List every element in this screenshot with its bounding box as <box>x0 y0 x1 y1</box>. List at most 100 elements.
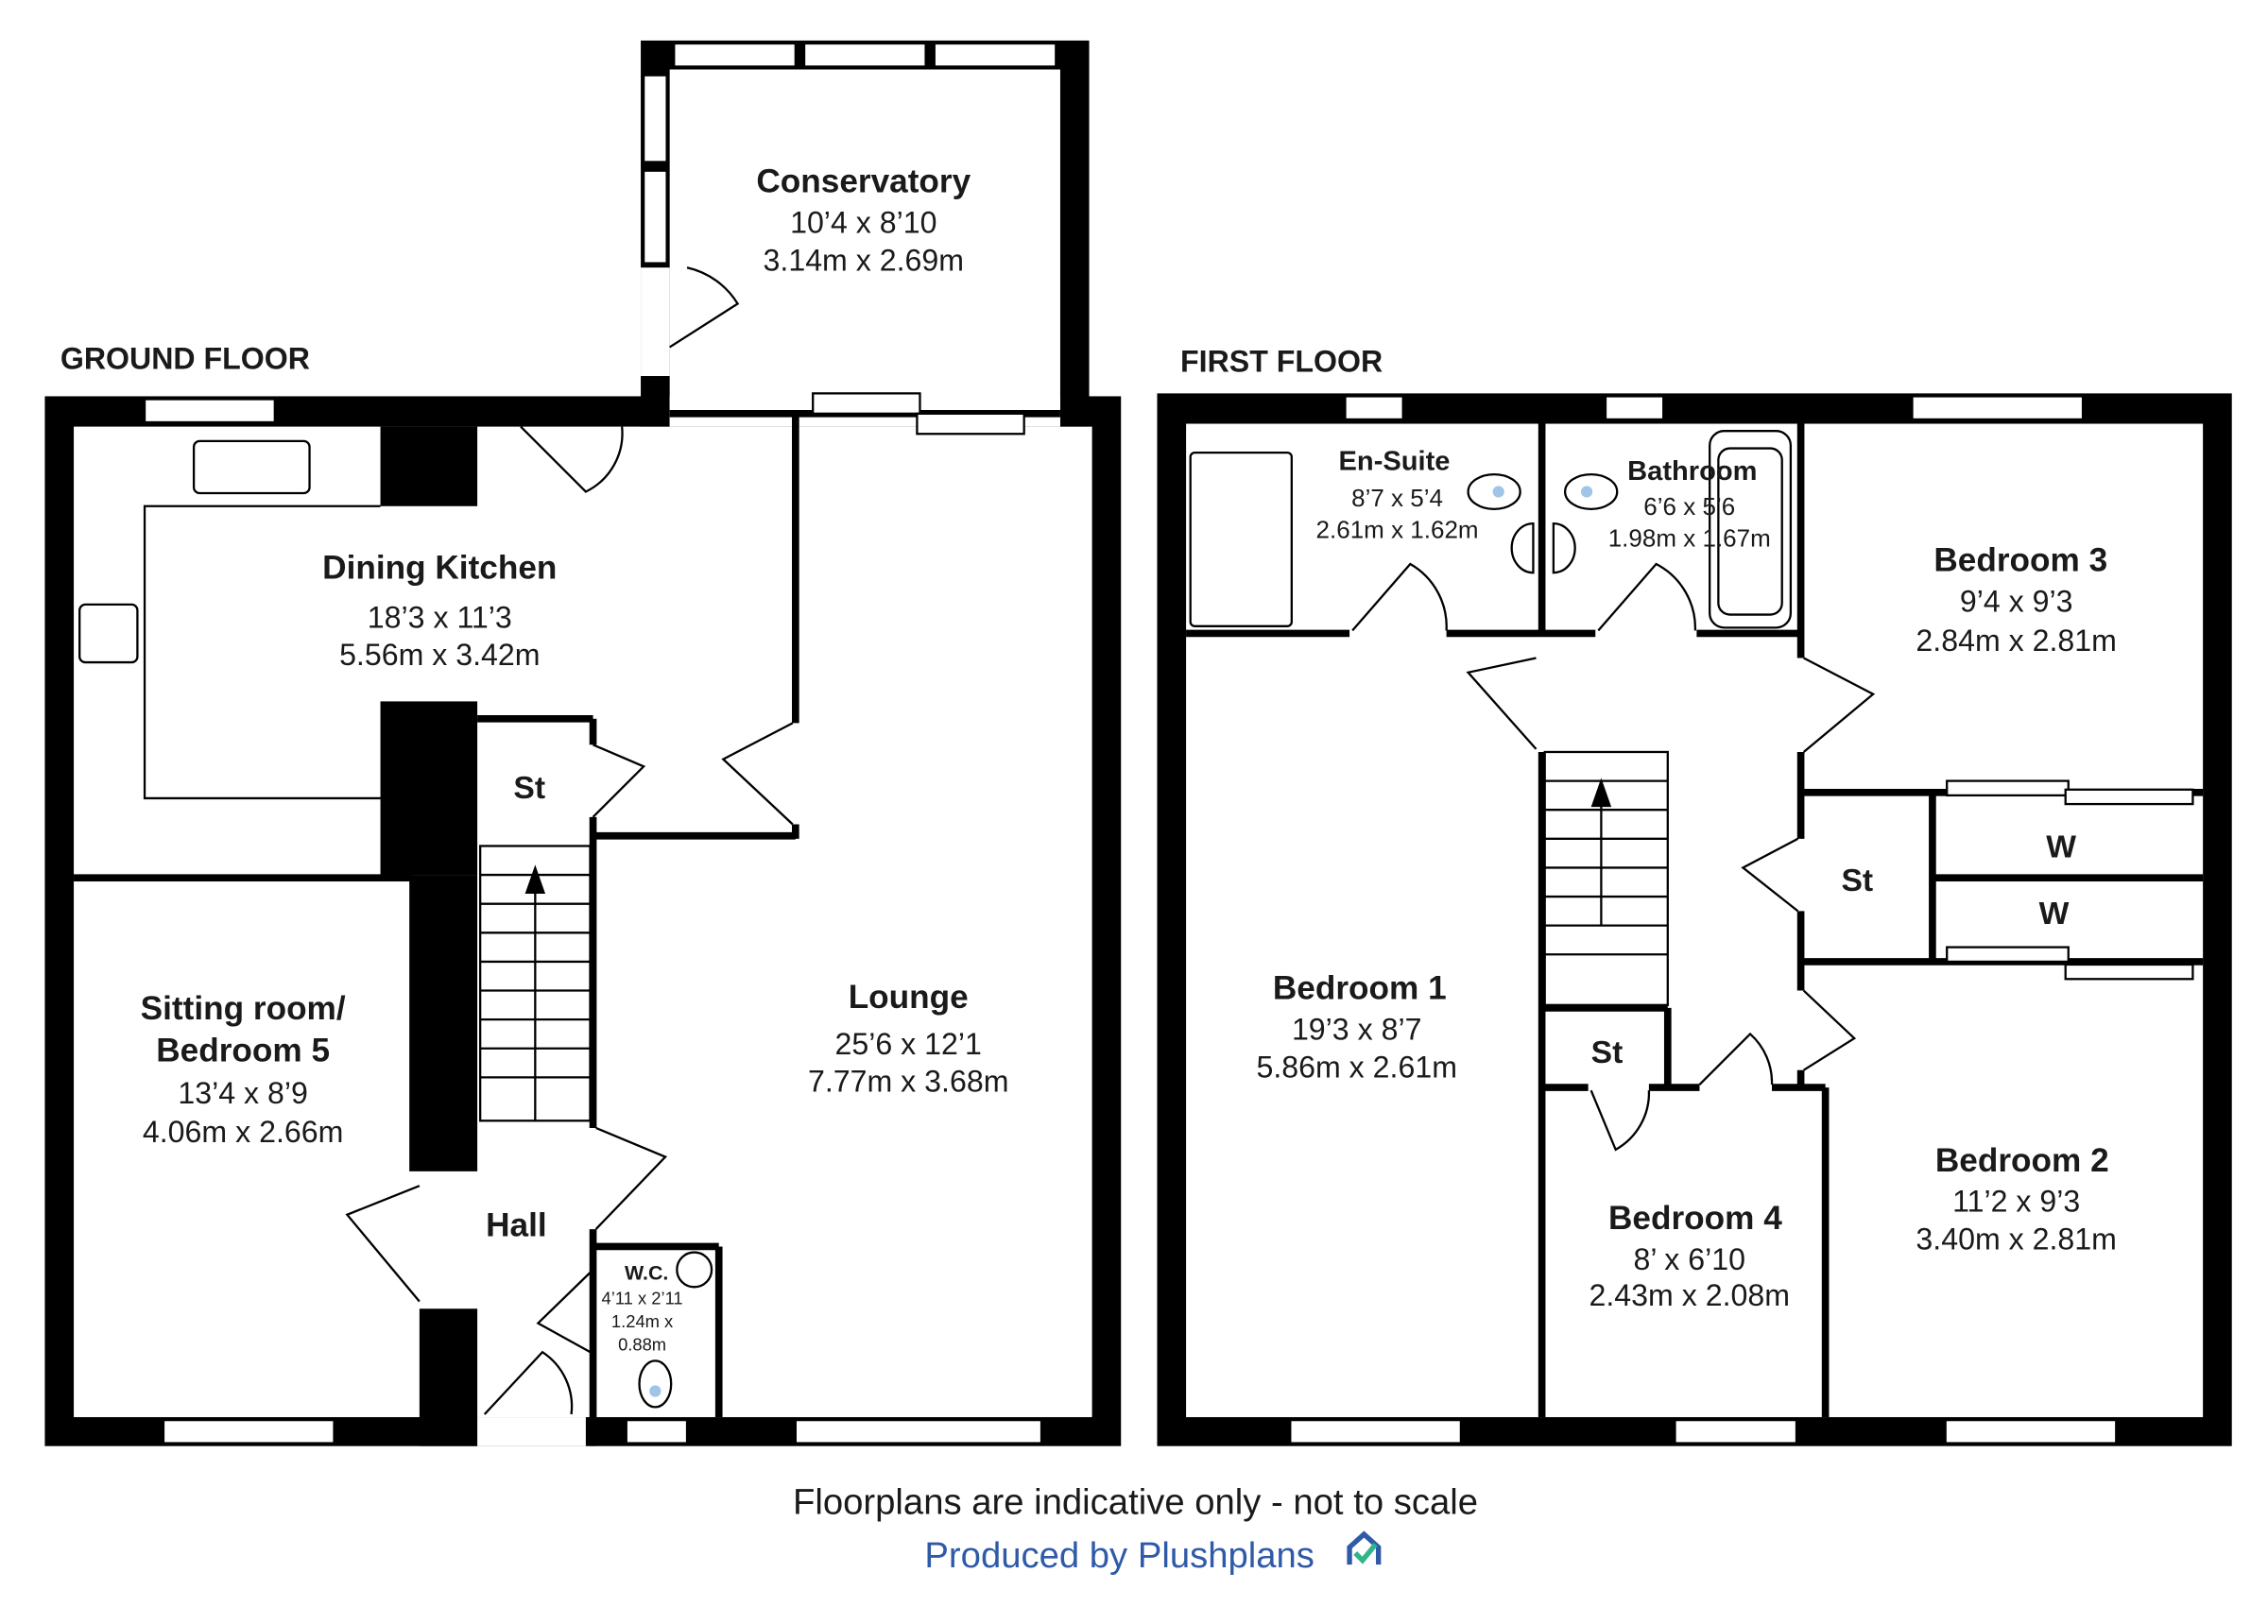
svg-text:4’11 x 2’11: 4’11 x 2’11 <box>602 1289 683 1308</box>
door <box>1597 562 1697 632</box>
svg-text:13’4 x 8’9: 13’4 x 8’9 <box>178 1076 308 1110</box>
svg-text:1.24m x: 1.24m x <box>611 1311 673 1331</box>
window <box>812 392 921 415</box>
door <box>536 1272 592 1354</box>
first-floor-label: FIRST FLOOR <box>1180 344 1383 378</box>
window <box>794 1418 1043 1445</box>
svg-text:Sitting room/: Sitting room/ <box>141 990 346 1027</box>
door <box>1802 657 1876 753</box>
room-dining-kitchen: Dining Kitchen 18’3 x 11’3 5.56m x 3.42m <box>322 549 557 672</box>
svg-text:5.56m x 3.42m: 5.56m x 3.42m <box>339 638 540 672</box>
window <box>802 42 927 68</box>
room-hall: Hall <box>486 1207 547 1244</box>
door <box>594 1126 668 1230</box>
room-bedroom-4: Bedroom 4 8’ x 6’10 2.43m x 2.08m <box>1589 1200 1790 1312</box>
svg-text:8’7 x 5’4: 8’7 x 5’4 <box>1351 484 1443 512</box>
svg-text:Bedroom 5: Bedroom 5 <box>156 1033 330 1069</box>
svg-text:Bathroom: Bathroom <box>1627 456 1757 487</box>
ground-floor-label: GROUND FLOOR <box>60 341 310 375</box>
window <box>1944 1418 2118 1445</box>
basin-icon <box>676 1251 713 1289</box>
svg-text:8’ x 6’10: 8’ x 6’10 <box>1634 1242 1745 1276</box>
svg-text:2.84m x 2.81m: 2.84m x 2.81m <box>1916 624 2116 658</box>
svg-text:25’6 x 12’1: 25’6 x 12’1 <box>835 1027 982 1061</box>
toilet-icon <box>1467 472 1521 510</box>
room-wardrobe: W <box>2046 830 2076 865</box>
svg-text:Lounge: Lounge <box>849 979 969 1016</box>
toilet-icon <box>638 1359 673 1409</box>
window <box>625 1418 689 1445</box>
room-store: St <box>1841 863 1873 898</box>
svg-text:6’6 x 5’6: 6’6 x 5’6 <box>1643 492 1735 521</box>
bath-icon <box>1709 430 1793 629</box>
arrow-up-icon <box>1590 778 1612 808</box>
room-conservatory: Conservatory 10’4 x 8’10 3.14m x 2.69m <box>756 163 971 278</box>
door <box>1466 657 1538 750</box>
house-check-icon <box>1347 1530 1382 1565</box>
window <box>673 42 797 68</box>
shower-icon <box>1189 451 1293 627</box>
room-wc: W.C. 4’11 x 2’11 1.24m x 0.88m <box>602 1262 683 1355</box>
first-floor: FIRST FLOOR <box>1157 344 2232 1446</box>
svg-text:3.40m x 2.81m: 3.40m x 2.81m <box>1916 1222 2116 1256</box>
door <box>345 1185 421 1303</box>
svg-text:18’3 x 11’3: 18’3 x 11’3 <box>368 600 512 634</box>
svg-text:10’4 x 8’10: 10’4 x 8’10 <box>790 205 936 239</box>
svg-text:19’3 x 8’7: 19’3 x 8’7 <box>1292 1013 1422 1047</box>
svg-text:11’2 x 9’3: 11’2 x 9’3 <box>1952 1185 2080 1219</box>
window <box>143 398 276 424</box>
svg-text:5.86m x 2.61m: 5.86m x 2.61m <box>1256 1050 1456 1084</box>
svg-text:Conservatory: Conservatory <box>756 163 971 200</box>
svg-text:Bedroom 4: Bedroom 4 <box>1608 1200 1782 1237</box>
room-sitting-room: Sitting room/ Bedroom 5 13’4 x 8’9 4.06m… <box>141 990 346 1149</box>
window <box>1344 395 1404 421</box>
basin-icon <box>1552 521 1576 574</box>
room-en-suite: En-Suite 8’7 x 5’4 2.61m x 1.62m <box>1316 447 1479 544</box>
window <box>1674 1418 1798 1445</box>
svg-text:3.14m x 2.69m: 3.14m x 2.69m <box>764 243 964 277</box>
svg-text:2.43m x 2.08m: 2.43m x 2.08m <box>1589 1278 1790 1312</box>
svg-text:9’4 x 9’3: 9’4 x 9’3 <box>1960 585 2073 619</box>
door <box>1589 1089 1651 1152</box>
window <box>1911 395 2085 421</box>
svg-text:7.77m x 3.68m: 7.77m x 3.68m <box>808 1065 1008 1099</box>
room-bathroom: Bathroom 6’6 x 5’6 1.98m x 1.67m <box>1608 456 1771 552</box>
room-bedroom-1: Bedroom 1 19’3 x 8’7 5.86m x 2.61m <box>1256 970 1456 1085</box>
staircase <box>1543 750 1669 1006</box>
door <box>483 1350 574 1415</box>
basin-icon <box>1510 521 1535 574</box>
door <box>1802 989 1857 1071</box>
room-bedroom-3: Bedroom 3 9’4 x 9’3 2.84m x 2.81m <box>1916 542 2116 658</box>
window <box>933 42 1057 68</box>
window <box>1289 1418 1463 1445</box>
svg-text:Bedroom 1: Bedroom 1 <box>1273 970 1447 1007</box>
hob-icon <box>78 603 139 664</box>
room-bedroom-2: Bedroom 2 11’2 x 9’3 3.40m x 2.81m <box>1916 1142 2116 1256</box>
room-lounge: Lounge 25’6 x 12’1 7.77m x 3.68m <box>808 979 1008 1099</box>
window <box>642 74 668 163</box>
door <box>669 266 740 349</box>
door <box>1351 562 1448 632</box>
door <box>1741 837 1799 913</box>
door <box>520 425 624 493</box>
svg-text:0.88m: 0.88m <box>618 1335 666 1355</box>
ground-floor: GROUND FLOOR <box>44 40 1122 1446</box>
door <box>1698 1032 1774 1086</box>
credit: Produced by Plushplans <box>924 1535 1314 1576</box>
svg-text:4.06m x 2.66m: 4.06m x 2.66m <box>143 1115 343 1149</box>
staircase <box>479 845 592 1122</box>
svg-text:Bedroom 3: Bedroom 3 <box>1933 542 2107 579</box>
door <box>592 744 646 818</box>
svg-text:1.98m x 1.67m: 1.98m x 1.67m <box>1608 524 1771 553</box>
door <box>721 722 794 826</box>
window <box>162 1418 335 1445</box>
room-wardrobe: W <box>2039 897 2070 932</box>
svg-text:2.61m x 1.62m: 2.61m x 1.62m <box>1316 515 1479 543</box>
svg-text:Dining Kitchen: Dining Kitchen <box>322 549 557 586</box>
disclaimer: Floorplans are indicative only - not to … <box>793 1482 1478 1523</box>
sink-icon <box>192 439 311 495</box>
room-store: St <box>513 771 545 806</box>
kitchen-counter <box>143 504 381 800</box>
arrow-up-icon <box>524 864 546 894</box>
